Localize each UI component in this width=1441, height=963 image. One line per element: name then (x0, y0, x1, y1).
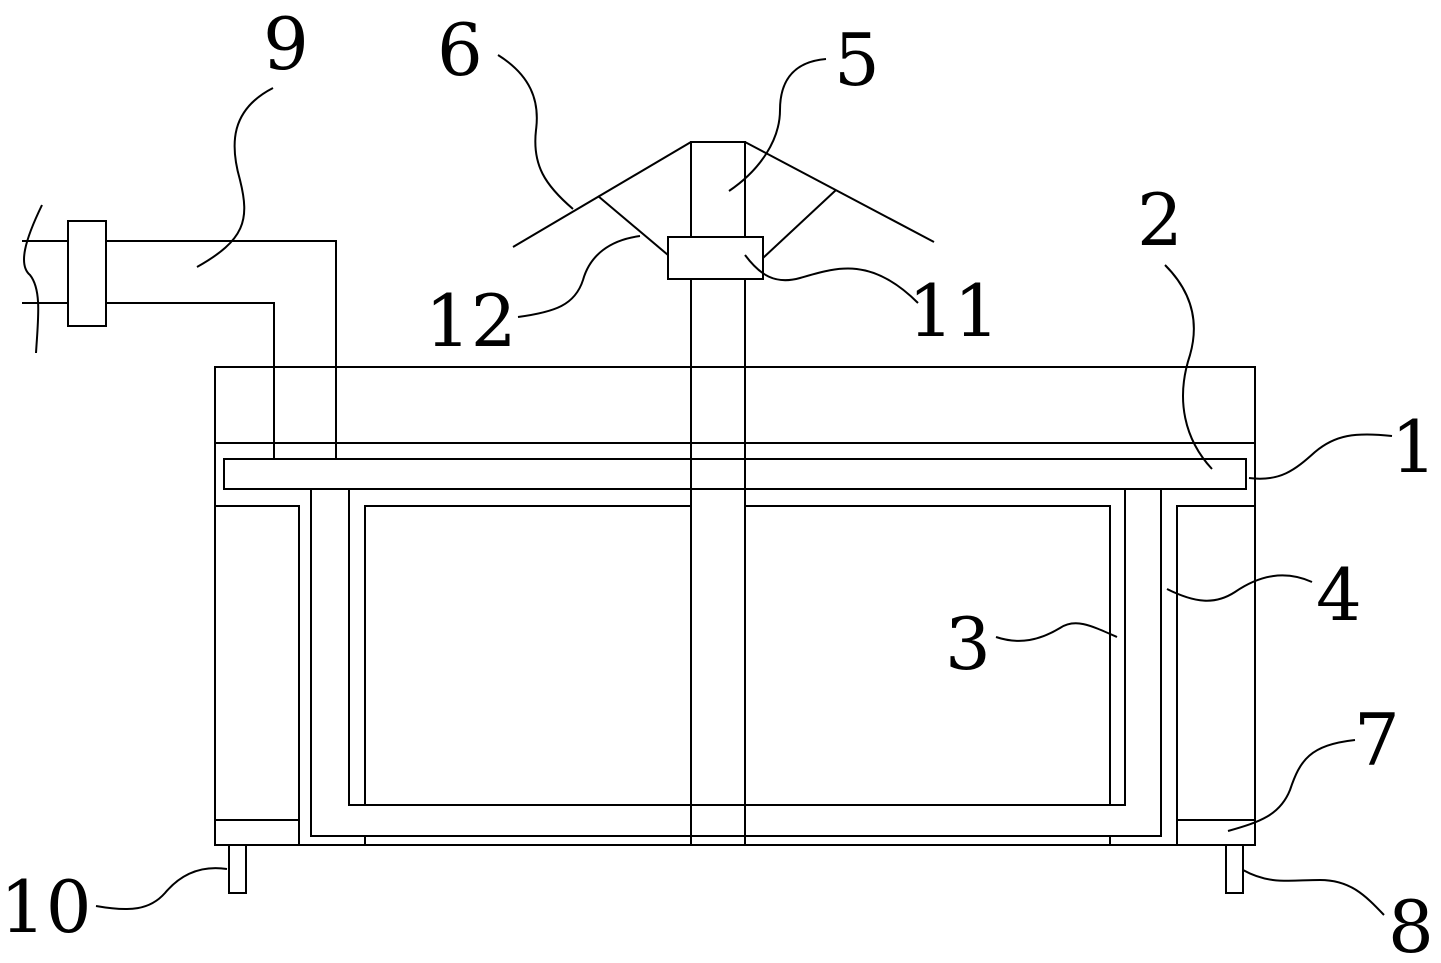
label-12: 12 (425, 279, 517, 363)
central-shaft (690, 141, 746, 846)
label-5: 5 (834, 18, 880, 102)
inlet-pipe (22, 204, 337, 459)
right-side-wall (1176, 505, 1256, 846)
label-9: 9 (263, 2, 309, 86)
label-7: 7 (1354, 698, 1400, 782)
label-11: 11 (908, 269, 1000, 353)
outer-housing (214, 366, 1256, 846)
label-1: 1 (1391, 405, 1437, 489)
label-6: 6 (437, 8, 483, 92)
top-plate (223, 458, 1247, 490)
spray-blades (512, 141, 935, 259)
inner-frame (310, 489, 1162, 846)
label-3: 3 (945, 602, 991, 686)
left-foot (228, 844, 247, 894)
shaft-collar (667, 236, 764, 280)
label-8: 8 (1388, 885, 1434, 963)
leader-lines (95, 54, 1393, 916)
label-10: 10 (0, 865, 92, 949)
label-2: 2 (1137, 178, 1183, 262)
left-side-wall (214, 505, 300, 846)
inner-chamber (364, 505, 1111, 845)
label-4: 4 (1316, 553, 1362, 637)
right-foot (1225, 844, 1244, 894)
